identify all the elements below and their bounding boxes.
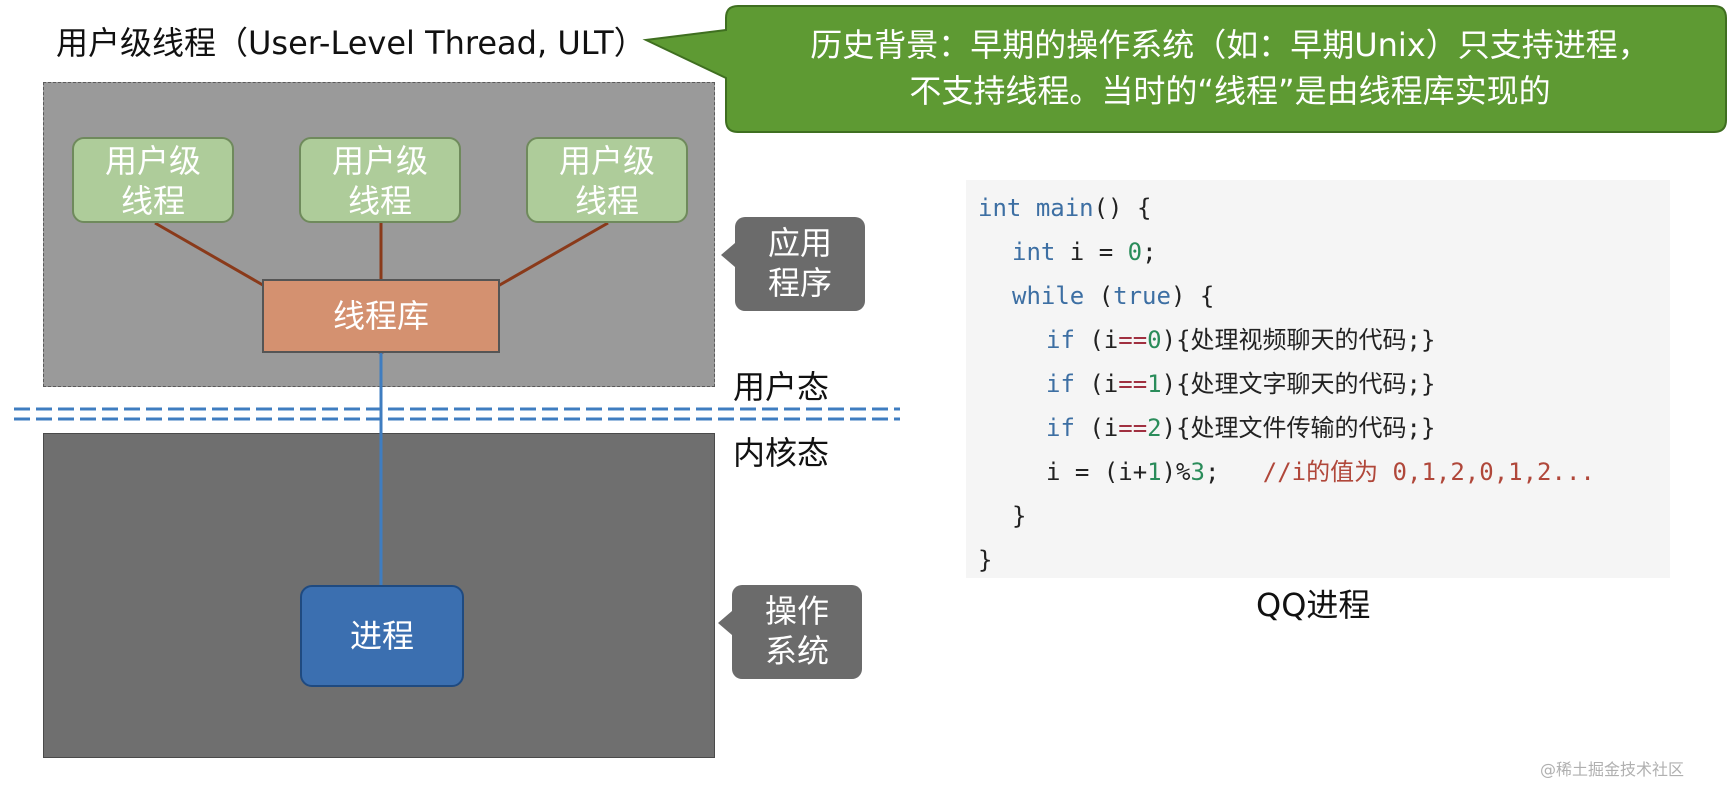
history-callout: 历史背景：早期的操作系统（如：早期Unix）只支持进程， 不支持线程。当时的“线… [760,22,1700,114]
code-number: 0 [1127,238,1143,266]
page-title: 用户级线程（User-Level Thread, ULT） [56,24,646,62]
code-number: 1 [1147,370,1162,398]
code-line-4: if (i==0){处理视频聊天的代码;} [966,318,1670,362]
code-text: (i [1074,370,1119,398]
callout-line-1: 历史背景：早期的操作系统（如：早期Unix）只支持进程， [810,26,1650,64]
code-keyword: while [1012,282,1085,310]
code-text: i = (i+ [1046,458,1148,486]
code-keyword: int [1012,238,1056,266]
operating-system-bubble: 操作 系统 [718,585,862,679]
code-text: ; [1142,238,1157,266]
user-mode-label: 用户态 [733,368,830,406]
thread-library-box: 线程库 [262,279,500,353]
code-function-name: main [1035,194,1094,222]
ult-1-label-line1: 用户级 [104,142,201,180]
code-text: ){处理视频聊天的代码;} [1161,326,1436,354]
app-bubble-line2: 程序 [767,264,832,302]
code-line-1: int main() { [966,186,1670,230]
code-text: (i [1074,326,1119,354]
code-comment: //i的值为 0,1,2,0,1,2... [1262,458,1595,486]
code-line-2: int i = 0; [966,230,1670,274]
code-text: ){处理文件传输的代码;} [1161,414,1436,442]
callout-line-2: 不支持线程。当时的“线程”是由线程库实现的 [909,72,1551,110]
os-bubble-line2: 系统 [764,632,829,670]
user-level-thread-1: 用户级 线程 [72,137,234,223]
ult-2-label-line1: 用户级 [331,142,428,180]
code-text: } [1012,502,1027,530]
code-text: (i [1074,414,1119,442]
code-text: () { [1093,194,1152,222]
code-text: )% [1161,458,1191,486]
code-keyword: true [1113,282,1171,310]
code-operator: == [1118,414,1148,442]
code-number: 2 [1147,414,1162,442]
code-text: i = [1055,238,1128,266]
code-line-8: } [966,494,1670,538]
code-keyword: if [1046,414,1075,442]
code-number: 1 [1147,458,1162,486]
code-line-3: while (true) { [966,274,1670,318]
process-box: 进程 [300,585,464,687]
history-callout-shape [642,5,1727,133]
user-level-thread-3: 用户级 线程 [526,137,688,223]
ult-3-label-line1: 用户级 [558,142,655,180]
code-number: 3 [1190,458,1205,486]
code-line-7: i = (i+1)%3; //i的值为 0,1,2,0,1,2... [966,450,1670,494]
code-line-6: if (i==2){处理文件传输的代码;} [966,406,1670,450]
code-number: 0 [1147,326,1162,354]
code-operator: == [1118,370,1148,398]
user-level-thread-2: 用户级 线程 [299,137,461,223]
ult-2-label-line2: 线程 [347,182,412,220]
kernel-mode-label: 内核态 [733,434,830,472]
code-text: ( [1084,282,1114,310]
app-bubble-line1: 应用 [767,224,832,262]
code-line-5: if (i==1){处理文字聊天的代码;} [966,362,1670,406]
code-caption: QQ进程 [1256,586,1371,624]
code-panel: int main() { int i = 0; while (true) { i… [966,180,1670,578]
code-keyword: if [1046,326,1075,354]
code-text: ; [1204,458,1263,486]
application-bubble: 应用 程序 [721,217,865,311]
code-operator: == [1118,326,1148,354]
code-text: ){处理文字聊天的代码;} [1161,370,1436,398]
ult-3-label-line2: 线程 [574,182,639,220]
code-text: } [978,546,993,574]
ult-1-label-line2: 线程 [120,182,185,220]
code-keyword: if [1046,370,1075,398]
code-line-9: } [966,538,1670,582]
os-bubble-line1: 操作 [764,592,829,630]
watermark: @稀土掘金技术社区 [1540,760,1685,779]
code-text: ) { [1170,282,1215,310]
code-keyword: int [978,194,1022,222]
